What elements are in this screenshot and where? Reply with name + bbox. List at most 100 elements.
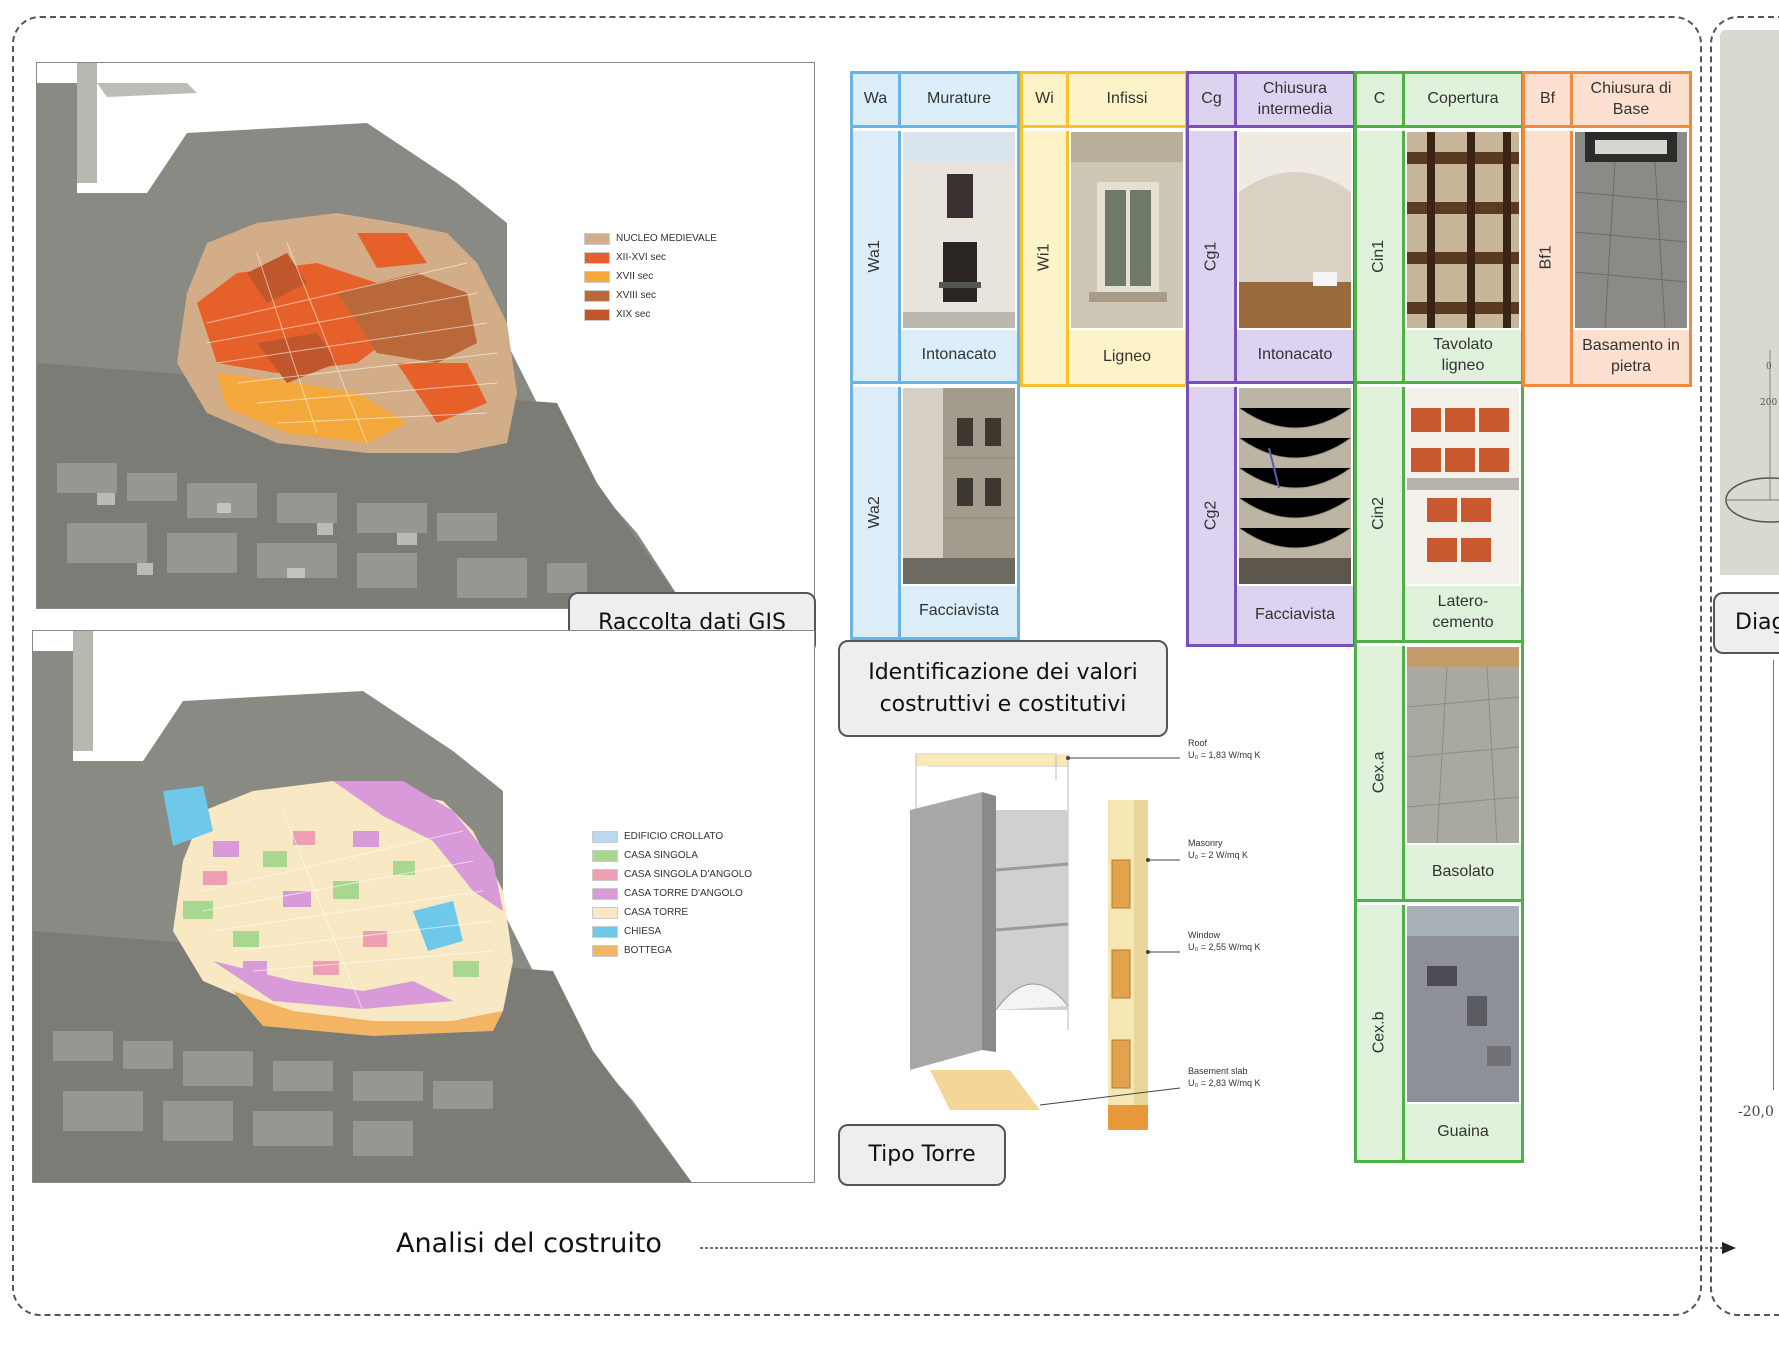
photo-cexa-stone-pavement	[1407, 647, 1519, 843]
photo-wa2-exposed-stone	[903, 388, 1015, 584]
caption-tower-type: Tipo Torre	[838, 1124, 1006, 1186]
legend-item: NUCLEO MEDIEVALE	[584, 229, 717, 248]
legend-item: EDIFICIO CROLLATO	[592, 827, 752, 846]
row-wa1-label: Intonacato	[901, 330, 1017, 384]
legend-swatch	[584, 270, 610, 283]
tower-window-value: U₀ = 2,55 W/mq K	[1188, 941, 1261, 952]
row-cexb-code: Cex.b	[1357, 905, 1405, 1160]
legend-item: CASA SINGOLA D'ANGOLO	[592, 865, 752, 884]
legend-epochs: NUCLEO MEDIEVALE XII-XVI sec XVII sec XV…	[584, 229, 717, 324]
row-wa1-code: Wa1	[853, 131, 901, 384]
tower-roof-label: Roof U₀ = 1,83 W/mq K	[1188, 738, 1261, 761]
row-bf1-label-line2: pietra	[1610, 358, 1652, 375]
row-cg2-code: Cg2	[1189, 387, 1237, 644]
analysis-label: Analisi del costruito	[396, 1228, 662, 1259]
row-cin1-label-line2: ligneo	[1441, 356, 1485, 374]
caption-identification: Identificazione dei valori costruttivi e…	[838, 640, 1168, 737]
legend-swatch	[584, 232, 610, 245]
analysis-frame	[12, 16, 1702, 1316]
header-bf-name-line1: Chiusura di	[1590, 79, 1672, 97]
caption-identification-line2: costruttivi e costitutivi	[879, 691, 1127, 717]
diagram-frame	[1710, 16, 1779, 1316]
photo-cin2-brick-concrete	[1407, 388, 1519, 584]
row-cg2-label: Facciavista	[1237, 586, 1353, 644]
header-wi-name: Infissi	[1069, 74, 1185, 128]
legend-swatch	[584, 251, 610, 264]
row-bf1-label: Basamento in pietra	[1573, 330, 1689, 384]
tower-masonry-value: U₀ = 2 W/mq K	[1188, 849, 1248, 860]
tower-window-label: Window U₀ = 2,55 W/mq K	[1188, 930, 1261, 953]
row-wa2-label: Facciavista	[901, 586, 1017, 637]
legend-swatch	[592, 906, 618, 919]
row-cin2-label: Latero- cemento	[1405, 586, 1521, 643]
tower-roof-title: Roof	[1188, 738, 1208, 748]
legend-item: CASA TORRE D'ANGOLO	[592, 884, 752, 903]
tower-slab-value: U₀ = 2,83 W/mq K	[1188, 1077, 1261, 1088]
caption-diagram: Diag	[1713, 592, 1779, 654]
tower-slab-label: Basement slab U₀ = 2,83 W/mq K	[1188, 1066, 1261, 1089]
tower-masonry-label: Masonry U₀ = 2 W/mq K	[1188, 838, 1248, 861]
legend-item: XVII sec	[584, 267, 717, 286]
row-cg1-code: Cg1	[1189, 131, 1237, 384]
photo-wa1-plaster-facade	[903, 132, 1015, 328]
header-cg-name: Chiusura intermedia	[1237, 74, 1353, 128]
legend-item: XVIII sec	[584, 286, 717, 305]
photo-bf1-stone-floor	[1575, 132, 1687, 328]
row-cexb-label: Guaina	[1405, 1104, 1521, 1160]
header-c-name: Copertura	[1405, 74, 1521, 128]
row-cg1-label: Intonacato	[1237, 330, 1353, 384]
header-bf-code: Bf	[1525, 74, 1573, 128]
header-wa-name: Murature	[901, 74, 1017, 128]
diagram-tick-0: 0	[1766, 362, 1772, 372]
photo-cin1-wooden-beams	[1407, 132, 1519, 328]
legend-item: CASA SINGOLA	[592, 846, 752, 865]
legend-swatch	[584, 308, 610, 321]
tower-slab-title: Basement slab	[1188, 1066, 1248, 1076]
row-wi1-label: Ligneo	[1069, 330, 1185, 384]
tower-type-diagram	[900, 740, 1300, 1130]
photo-cg2-stone-vault	[1239, 388, 1351, 584]
tower-window-title: Window	[1188, 930, 1221, 940]
legend-item: CASA TORRE	[592, 903, 752, 922]
tower-masonry-title: Masonry	[1188, 838, 1223, 848]
diagram-axis-label: -20,0	[1738, 1104, 1774, 1120]
legend-swatch	[592, 830, 618, 843]
tower-roof-value: U₀ = 1,83 W/mq K	[1188, 749, 1261, 760]
row-cin2-label-line2: cemento	[1432, 614, 1494, 631]
row-bf1-label-line1: Basamento in	[1582, 337, 1680, 355]
row-wa2-code: Wa2	[853, 387, 901, 637]
legend-swatch	[592, 887, 618, 900]
legend-item: XIX sec	[584, 305, 717, 324]
legend-swatch	[592, 925, 618, 938]
photo-cg1-plaster-ceiling	[1239, 132, 1351, 328]
c-column-frame	[1354, 71, 1524, 1163]
row-cin1-code: Cin1	[1357, 131, 1405, 384]
header-wa-code: Wa	[853, 74, 901, 128]
gis-map-epochs	[36, 62, 815, 609]
row-cin1-label: Tavolato ligneo	[1405, 330, 1521, 384]
wa-column-frame	[850, 71, 1020, 640]
legend-item: CHIESA	[592, 922, 752, 941]
header-cg-code: Cg	[1189, 74, 1237, 128]
row-cexa-label: Basolato	[1405, 845, 1521, 902]
row-bf1-code: Bf1	[1525, 131, 1573, 384]
legend-swatch	[592, 849, 618, 862]
header-cg-name-line2: intermedia	[1257, 100, 1333, 118]
row-cin2-code: Cin2	[1357, 387, 1405, 643]
photo-wi1-wooden-window	[1071, 132, 1183, 328]
header-bf-name: Chiusura di Base	[1573, 74, 1689, 128]
gis-map-building-types	[32, 630, 815, 1183]
row-cin1-label-line1: Tavolato	[1433, 335, 1493, 353]
flow-arrow	[700, 1242, 1736, 1254]
bf-column-frame	[1522, 71, 1692, 387]
diagram-preview-image: 0 200	[1720, 30, 1779, 575]
header-bf-name-line2: Base	[1612, 100, 1650, 118]
diagram-tick-200: 200	[1760, 398, 1778, 408]
header-c-code: C	[1357, 74, 1405, 128]
header-cg-name-line1: Chiusura	[1262, 79, 1328, 97]
legend-item: XII-XVI sec	[584, 248, 717, 267]
row-cin2-label-line1: Latero-	[1437, 593, 1489, 611]
diagram-axis	[1773, 660, 1774, 1090]
legend-swatch	[584, 289, 610, 302]
photo-cexb-membrane-roof	[1407, 906, 1519, 1102]
